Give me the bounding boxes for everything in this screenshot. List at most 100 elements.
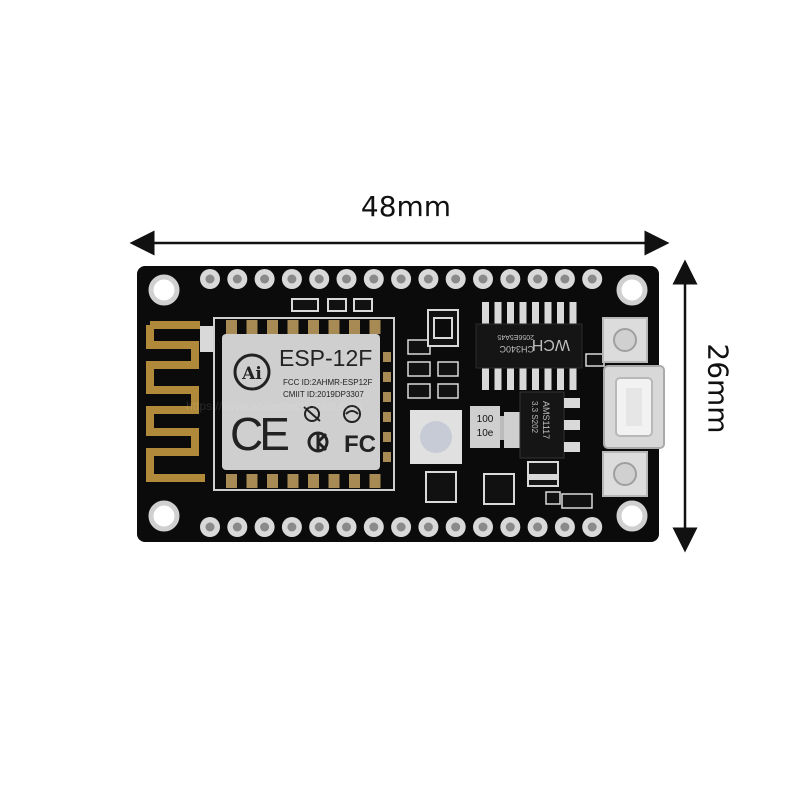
antenna-smd-pad	[200, 326, 214, 352]
header-pin-pad	[582, 517, 603, 537]
chip-pin	[557, 302, 564, 324]
module-outline	[213, 317, 395, 491]
weee-icon	[303, 406, 321, 422]
header-pin-pad	[418, 517, 439, 537]
module-pad	[383, 412, 391, 422]
module-top-pads	[226, 320, 381, 334]
module-pad	[267, 320, 278, 334]
header-pin-pad	[582, 269, 603, 289]
regulator-code: 3.3 S202	[530, 401, 539, 434]
inductor-line1: 100	[477, 414, 494, 425]
header-pin-pad	[500, 269, 521, 289]
header-pin-pad	[418, 269, 439, 289]
header-pin-pad	[554, 269, 575, 289]
module-pad	[383, 432, 391, 442]
regulator-part: AMS1117	[541, 401, 551, 439]
header-pin-pad	[309, 517, 330, 537]
module-cmiit-line: CMIIT ID:2019DP3307	[283, 390, 364, 399]
module-pad	[267, 474, 278, 488]
chip-pin	[494, 302, 502, 324]
header-pin-pad	[200, 517, 220, 537]
top-pin-header	[200, 269, 603, 289]
header-pin-pad	[254, 269, 275, 289]
chip-pin	[482, 302, 489, 324]
header-pin-pad	[445, 517, 466, 537]
flash-button[interactable]	[602, 317, 648, 363]
watermark-text: https://www.scaleelectronics.com	[186, 399, 362, 413]
header-pin-pad	[281, 517, 302, 537]
header-pin-pad	[391, 517, 412, 537]
usb-serial-chip	[475, 323, 583, 369]
module-pad	[246, 474, 258, 488]
chip-pin	[507, 368, 514, 390]
usb-chip-brand: WCH	[532, 336, 570, 353]
header-pin-pad	[200, 269, 220, 289]
header-pin-pad	[554, 517, 575, 537]
module-pad	[246, 320, 258, 334]
regulator-pins	[564, 398, 580, 452]
module-pad	[226, 474, 237, 488]
ch340-pins	[482, 302, 577, 390]
header-pin-pad	[336, 517, 357, 537]
header-pin-pad	[527, 517, 548, 537]
mounting-holes	[148, 274, 648, 532]
chip-pin	[482, 368, 489, 390]
module-side-pads	[383, 352, 391, 462]
chip-pin	[544, 302, 552, 324]
chip-pin	[544, 368, 552, 390]
regulator-tab	[504, 412, 520, 448]
header-pin-pad	[473, 269, 493, 289]
height-dimension-label: 26mm	[701, 343, 735, 434]
chip-pin	[557, 368, 564, 390]
chip-pin	[532, 302, 539, 324]
header-pin-pad	[281, 269, 302, 289]
fc-mark: FC	[344, 431, 376, 458]
inductor-line2: 10e	[477, 428, 494, 439]
passive-components-left-column	[407, 339, 459, 399]
module-logo-text: Ai	[241, 364, 262, 384]
module-pad	[328, 320, 340, 334]
micro-usb-port[interactable]	[603, 365, 665, 449]
header-pin-pad	[227, 517, 248, 537]
header-pin-pad	[473, 517, 493, 537]
header-pin-pad	[363, 269, 384, 289]
header-pin-pad	[227, 269, 248, 289]
module-pad	[349, 320, 360, 334]
chip-pin	[532, 368, 539, 390]
voltage-regulator	[519, 391, 565, 459]
chip-pin	[569, 368, 577, 390]
header-pin-pad	[363, 517, 384, 537]
module-pad	[369, 320, 381, 334]
module-bottom-pads	[226, 474, 381, 488]
module-pad	[349, 474, 360, 488]
chip-pin	[569, 302, 577, 324]
module-pad	[226, 320, 237, 334]
inductor	[470, 406, 500, 448]
header-pin-pad	[500, 517, 521, 537]
header-pin-pad	[309, 269, 330, 289]
module-pad	[383, 352, 391, 362]
module-logo	[233, 353, 271, 391]
usb-chip-part: CH340C	[499, 344, 534, 354]
header-pin-pad	[445, 269, 466, 289]
chip-pin	[519, 368, 527, 390]
diode-band	[528, 474, 558, 480]
header-pin-pad	[336, 269, 357, 289]
module-pad	[287, 320, 299, 334]
chip-pin	[519, 302, 527, 324]
reset-button[interactable]	[602, 451, 648, 497]
pcb-antenna	[146, 321, 205, 482]
header-pin-pad	[254, 517, 275, 537]
usb-chip-code: 2056E5A45	[497, 333, 534, 340]
rgb-led-lens	[420, 421, 452, 453]
passive-components-right	[545, 353, 605, 509]
passive-components-top	[291, 298, 373, 312]
header-pin-pad	[391, 269, 412, 289]
module-pad	[308, 474, 319, 488]
bottom-pin-header	[200, 517, 603, 537]
transistors	[425, 309, 515, 505]
module-pad	[328, 474, 340, 488]
width-dimension-label: 48mm	[360, 190, 452, 223]
module-pad	[308, 320, 319, 334]
